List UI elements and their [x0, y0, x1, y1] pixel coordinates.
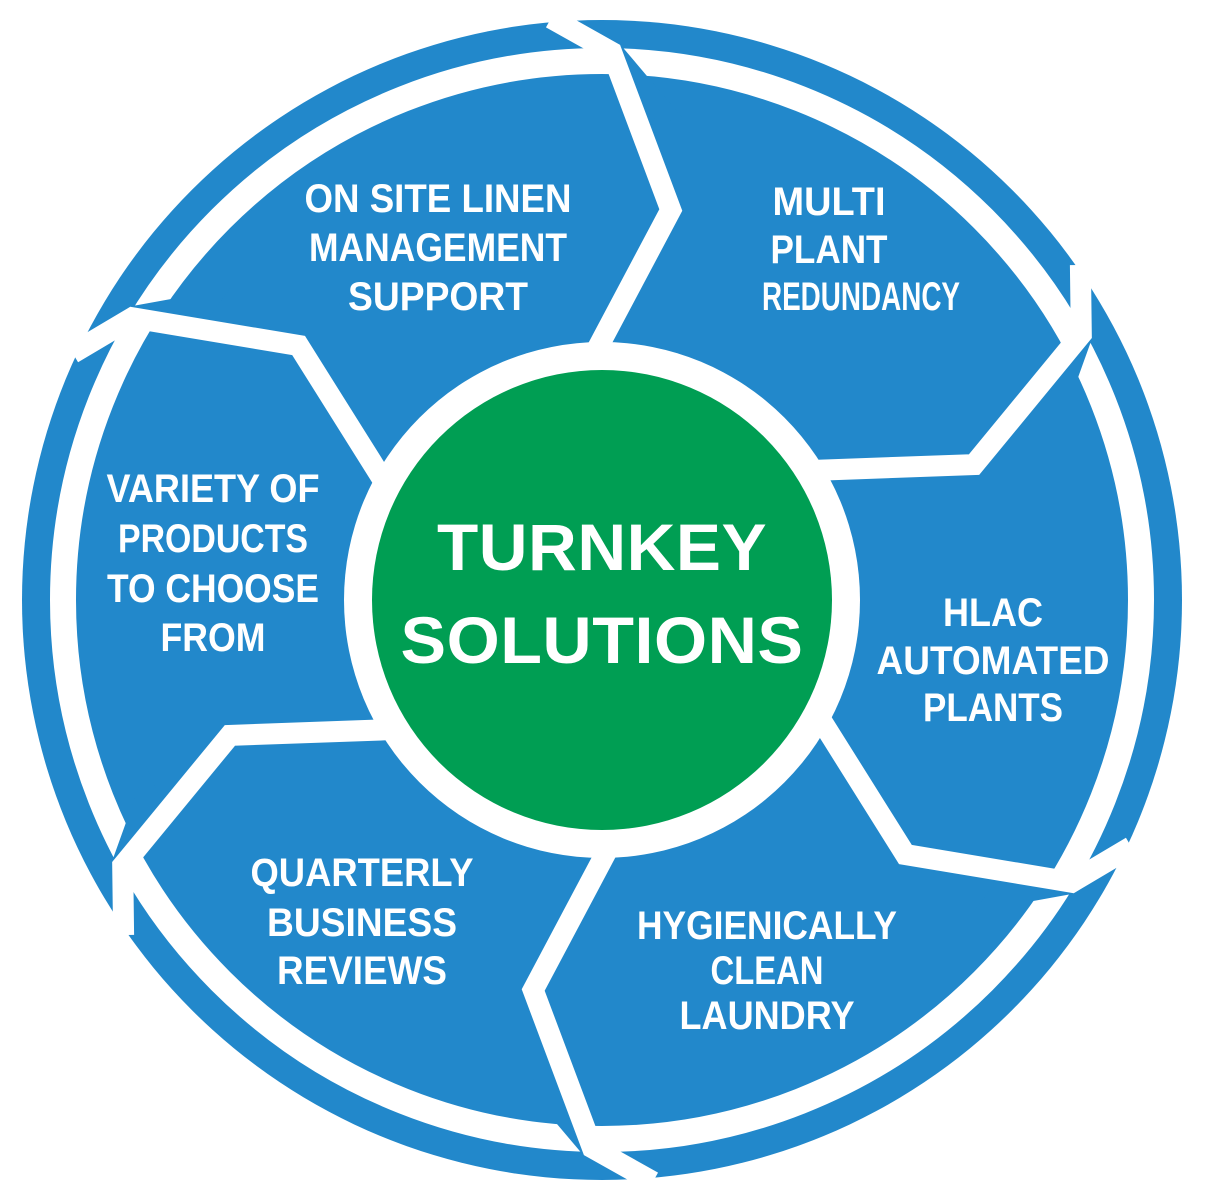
segment-label-line: TO CHOOSE: [107, 567, 319, 611]
segment-label-line: HLAC: [943, 591, 1043, 635]
segment-tail-tips: [109, 40, 1095, 1160]
segment-label-multi-plant-redundancy: MULTI PLANT REDUNDANCY: [762, 180, 960, 319]
chevron-separator-bottom: [521, 847, 659, 1191]
segment-label-on-site-linen-management-support: ON SITE LINEN MANAGEMENT SUPPORT: [305, 177, 572, 319]
segment-label-line: MULTI: [773, 180, 886, 224]
chevron-separators: [67, 9, 1137, 1191]
center-circle: [372, 370, 832, 830]
segment-label-line: ON SITE LINEN: [305, 177, 572, 221]
segment-label-line: LAUNDRY: [680, 994, 855, 1038]
segment-label-hlac-automated-plants: HLAC AUTOMATED PLANTS: [877, 591, 1110, 730]
segment-label-line: VARIETY OF: [107, 467, 320, 511]
segment-tail-tip: [973, 871, 1080, 912]
segment-label-line: HYGIENICALLY: [637, 904, 897, 948]
segment-label-variety-of-products-to-choose-from: VARIETY OF PRODUCTS TO CHOOSE FROM: [107, 467, 320, 660]
center-label: TURNKEY SOLUTIONS: [401, 510, 804, 677]
segment-label-line: PRODUCTS: [118, 517, 308, 561]
segment-label-line: MANAGEMENT: [309, 226, 567, 270]
outer-gap-ring: [50, 48, 1154, 1152]
chevron-separator-lower-left: [112, 719, 387, 936]
segment-label-line: SUPPORT: [348, 275, 528, 319]
segment-label-line: REDUNDANCY: [762, 275, 960, 319]
center-label-line: TURNKEY: [437, 510, 767, 584]
segment-tail-tip: [109, 765, 167, 868]
chevron-separator-upper-right: [817, 264, 1092, 481]
segment-label-line: REVIEWS: [277, 949, 447, 993]
segment-label-quarterly-business-reviews: QUARTERLY BUSINESS REVIEWS: [251, 851, 474, 993]
segment-label-line: PLANTS: [923, 686, 1063, 730]
segment-label-hygienically-clean-laundry: HYGIENICALLY CLEAN LAUNDRY: [637, 904, 897, 1038]
segment-label-line: BUSINESS: [267, 901, 457, 945]
chevron-separator-top: [545, 9, 683, 353]
segment-label-line: PLANT: [771, 228, 888, 272]
segment-label-line: QUARTERLY: [251, 851, 474, 895]
segment-label-line: AUTOMATED: [877, 639, 1110, 683]
center-label-line: SOLUTIONS: [401, 603, 804, 677]
chevron-separator-upper-left: [67, 306, 391, 484]
segment-tail-tip: [1037, 332, 1095, 435]
chevron-separator-lower-right: [813, 716, 1137, 894]
segment-label-line: FROM: [161, 616, 266, 660]
segment-label-line: CLEAN: [711, 949, 824, 993]
segment-tail-tip: [124, 288, 231, 329]
